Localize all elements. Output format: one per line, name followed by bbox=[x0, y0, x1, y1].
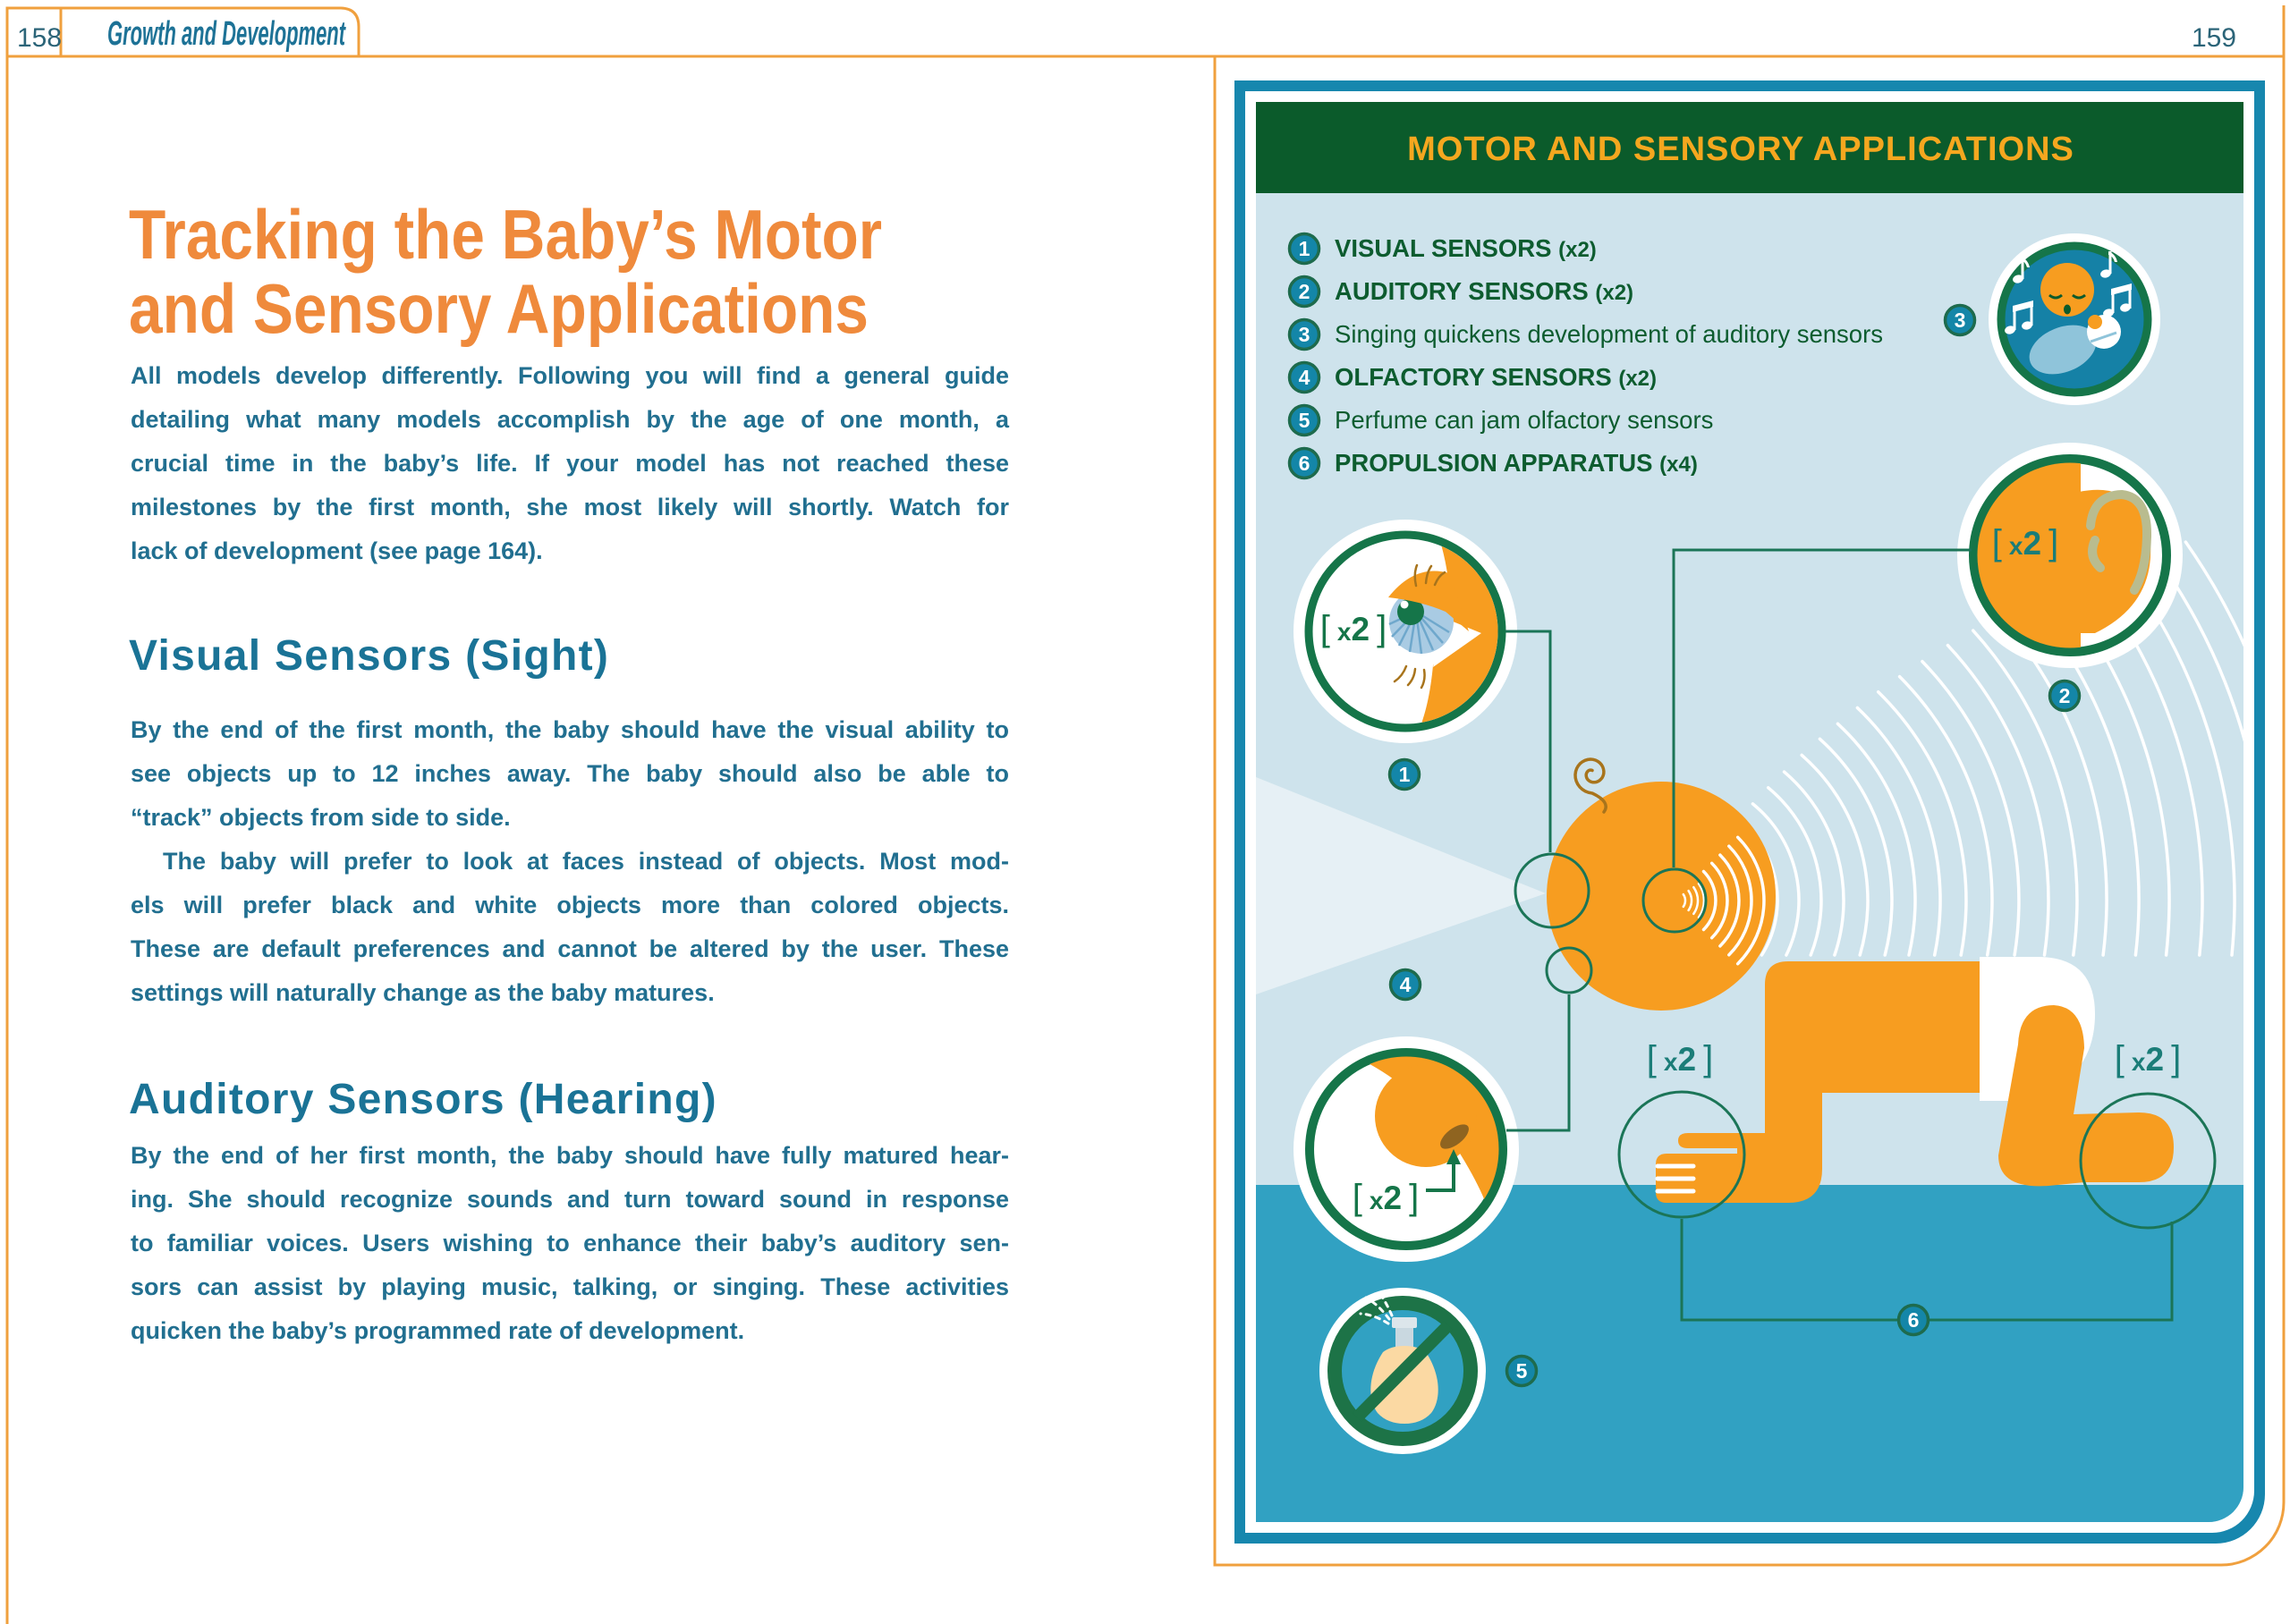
svg-text:[ x2 ]: [ x2 ] bbox=[1320, 609, 1387, 648]
svg-text:Perfume can jam olfactory sens: Perfume can jam olfactory sensors bbox=[1335, 406, 1713, 434]
svg-text:1: 1 bbox=[1299, 237, 1310, 260]
svg-text:VISUAL SENSORS (x2): VISUAL SENSORS (x2) bbox=[1335, 234, 1597, 262]
svg-text:Singing quickens development o: Singing quickens development of auditory… bbox=[1335, 320, 1883, 348]
svg-text:[ x2 ]: [ x2 ] bbox=[2115, 1039, 2181, 1078]
svg-text:PROPULSION APPARATUS (x4): PROPULSION APPARATUS (x4) bbox=[1335, 449, 1698, 477]
svg-text:2: 2 bbox=[1299, 280, 1310, 303]
svg-text:3: 3 bbox=[1955, 309, 1966, 332]
svg-text:[ x2 ]: [ x2 ] bbox=[1992, 523, 2058, 562]
svg-text:AUDITORY SENSORS (x2): AUDITORY SENSORS (x2) bbox=[1335, 277, 1633, 305]
svg-text:[ x2 ]: [ x2 ] bbox=[1647, 1039, 1713, 1078]
svg-text:6: 6 bbox=[1299, 452, 1310, 475]
svg-text:OLFACTORY SENSORS (x2): OLFACTORY SENSORS (x2) bbox=[1335, 363, 1657, 391]
svg-text:5: 5 bbox=[1299, 409, 1310, 432]
svg-text:6: 6 bbox=[1908, 1308, 1920, 1332]
svg-text:4: 4 bbox=[1299, 366, 1310, 389]
svg-text:MOTOR AND SENSORY APPLICATIONS: MOTOR AND SENSORY APPLICATIONS bbox=[1407, 131, 2074, 168]
svg-text:1: 1 bbox=[1399, 763, 1411, 786]
svg-text:[ x2 ]: [ x2 ] bbox=[1353, 1178, 1419, 1217]
svg-text:3: 3 bbox=[1299, 323, 1310, 346]
svg-text:2: 2 bbox=[2059, 684, 2071, 707]
svg-text:4: 4 bbox=[1400, 973, 1412, 996]
svg-text:5: 5 bbox=[1516, 1359, 1528, 1383]
